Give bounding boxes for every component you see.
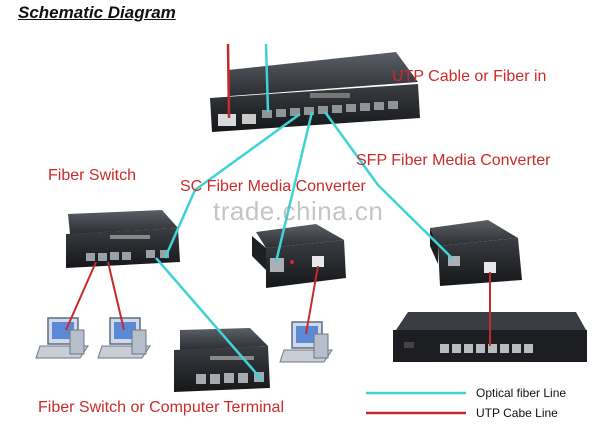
bottom-fiber-switch-icon: [174, 328, 270, 392]
sc-media-converter-icon: [252, 224, 346, 288]
label-utp-in: UTP Cable or Fiber in: [392, 68, 547, 85]
utp-lines: [65, 261, 491, 346]
label-sc-converter: SC Fiber Media Converter: [180, 178, 366, 195]
main-fiber-switch-icon: [210, 52, 420, 132]
left-fiber-switch-icon: [66, 210, 180, 268]
computer-icon-1: [35, 317, 89, 359]
label-fiber-switch: Fiber Switch: [48, 167, 137, 184]
optical-fiber-lines: [155, 111, 453, 381]
legend-utp-label: UTP Cabe Line: [476, 406, 558, 420]
label-sfp-converter: SFP Fiber Media Converter: [356, 152, 551, 169]
diagram-title: Schematic Diagram: [18, 3, 176, 22]
computer-icon-3: [279, 321, 333, 363]
sfp-media-converter-icon: [430, 220, 522, 286]
fiber-in-line: [264, 43, 270, 113]
watermark: trade.china.cn: [213, 196, 384, 226]
utp-in-line: [226, 43, 231, 119]
legend-optical-label: Optical fiber Line: [476, 386, 567, 400]
computer-icon-2: [97, 317, 151, 359]
label-terminal: Fiber Switch or Computer Terminal: [38, 399, 285, 416]
